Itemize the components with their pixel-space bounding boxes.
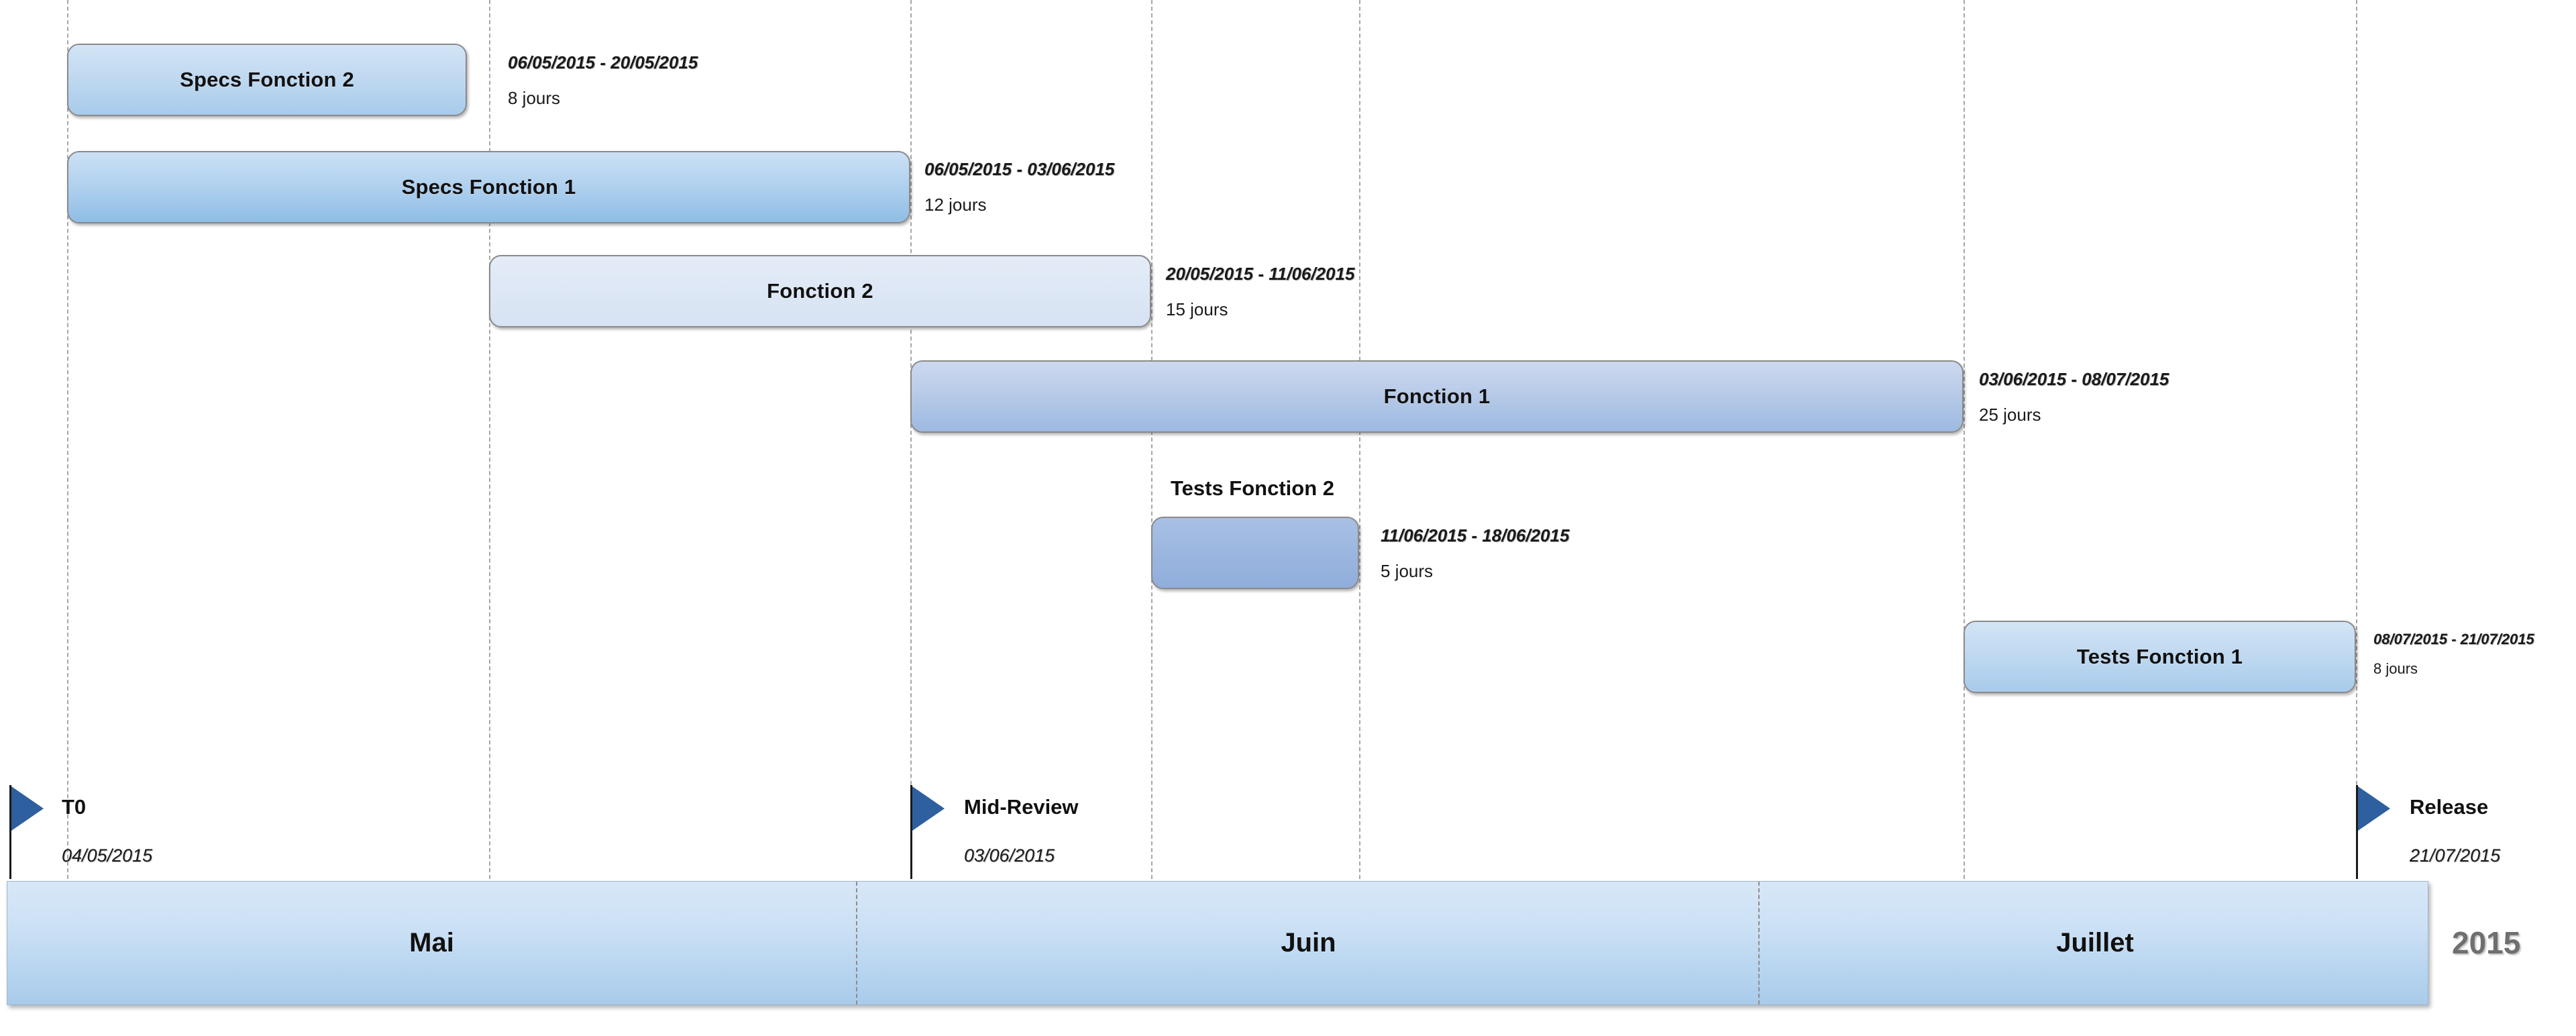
milestone-flag-icon: [2358, 786, 2390, 831]
timeline-month-juillet[interactable]: Juillet: [1758, 882, 2430, 1004]
task-duration: 8 jours: [508, 88, 561, 108]
task-date-range: 20/05/2015 - 11/06/2015: [1166, 264, 1355, 284]
task-annotation-specs-fonction-1: 06/05/2015 - 03/06/2015 12 jours: [924, 159, 1114, 215]
month-label: Juin: [1281, 928, 1336, 957]
timeline-year-label: 2015: [2452, 925, 2521, 960]
milestone-name: Mid-Review: [964, 795, 1079, 819]
timeline-month-mai[interactable]: Mai: [7, 882, 856, 1004]
task-bar-label: Tests Fonction 1: [2076, 645, 2243, 668]
task-date-range: 11/06/2015 - 18/06/2015: [1381, 525, 1570, 546]
task-duration: 8 jours: [2373, 660, 2418, 677]
milestone-date: 21/07/2015: [2410, 845, 2501, 866]
month-label: Mai: [409, 928, 454, 957]
task-annotation-fonction-1: 03/06/2015 - 08/07/2015 25 jours: [1979, 369, 2169, 425]
guide-line-11-06: [1151, 0, 1152, 879]
task-duration: 5 jours: [1381, 561, 1434, 581]
guide-line-18-06: [1359, 0, 1360, 879]
milestone-date: 03/06/2015: [964, 845, 1055, 866]
task-date-range: 03/06/2015 - 08/07/2015: [1979, 369, 2169, 389]
milestone-date: 04/05/2015: [62, 845, 153, 866]
task-annotation-tests-fonction-2: 11/06/2015 - 18/06/2015 5 jours: [1381, 525, 1569, 582]
guide-line-release: [2356, 0, 2357, 879]
milestone-flag-icon: [11, 786, 44, 831]
milestone-pole: [2356, 785, 2358, 879]
task-bar-label: Specs Fonction 2: [180, 68, 354, 91]
task-bar-tests-fonction-1[interactable]: Tests Fonction 1: [1964, 621, 2356, 693]
milestone-name: Release: [2410, 795, 2489, 819]
guide-line-t0: [67, 0, 68, 879]
milestone-pole: [9, 785, 11, 879]
guide-line-20-05: [489, 0, 490, 879]
task-date-range: 06/05/2015 - 03/06/2015: [924, 159, 1115, 179]
task-duration: 12 jours: [924, 195, 987, 215]
task-bar-fonction-2[interactable]: Fonction 2: [489, 255, 1151, 327]
task-duration: 25 jours: [1979, 405, 2041, 425]
task-label-tests-fonction-2: Tests Fonction 2: [1171, 476, 1335, 500]
timeline-month-juin[interactable]: Juin: [856, 882, 1760, 1004]
task-bar-specs-fonction-1[interactable]: Specs Fonction 1: [67, 151, 910, 223]
milestone-name: T0: [62, 795, 87, 819]
task-bar-fonction-1[interactable]: Fonction 1: [910, 360, 1964, 433]
month-label: Juillet: [2056, 928, 2134, 957]
task-annotation-fonction-2: 20/05/2015 - 11/06/2015 15 jours: [1166, 264, 1354, 320]
task-bar-label: Fonction 2: [767, 279, 873, 303]
task-duration: 15 jours: [1166, 299, 1228, 319]
guide-line-03-06: [910, 0, 912, 879]
task-date-range: 08/07/2015 - 21/07/2015: [2373, 631, 2534, 648]
timeline-axis: Mai Juin Juillet: [7, 881, 2428, 1005]
guide-line-08-07: [1964, 0, 1965, 879]
task-annotation-specs-fonction-2: 06/05/2015 - 20/05/2015 8 jours: [508, 52, 698, 109]
milestone-pole: [910, 785, 912, 879]
task-date-range: 06/05/2015 - 20/05/2015: [508, 52, 698, 72]
task-bar-specs-fonction-2[interactable]: Specs Fonction 2: [67, 44, 467, 116]
milestone-flag-icon: [912, 786, 945, 831]
task-annotation-tests-fonction-1: 08/07/2015 - 21/07/2015 8 jours: [2373, 631, 2534, 678]
task-bar-label: Fonction 1: [1383, 384, 1491, 408]
task-bar-tests-fonction-2[interactable]: [1151, 517, 1359, 589]
task-bar-label: Specs Fonction 1: [401, 175, 576, 199]
